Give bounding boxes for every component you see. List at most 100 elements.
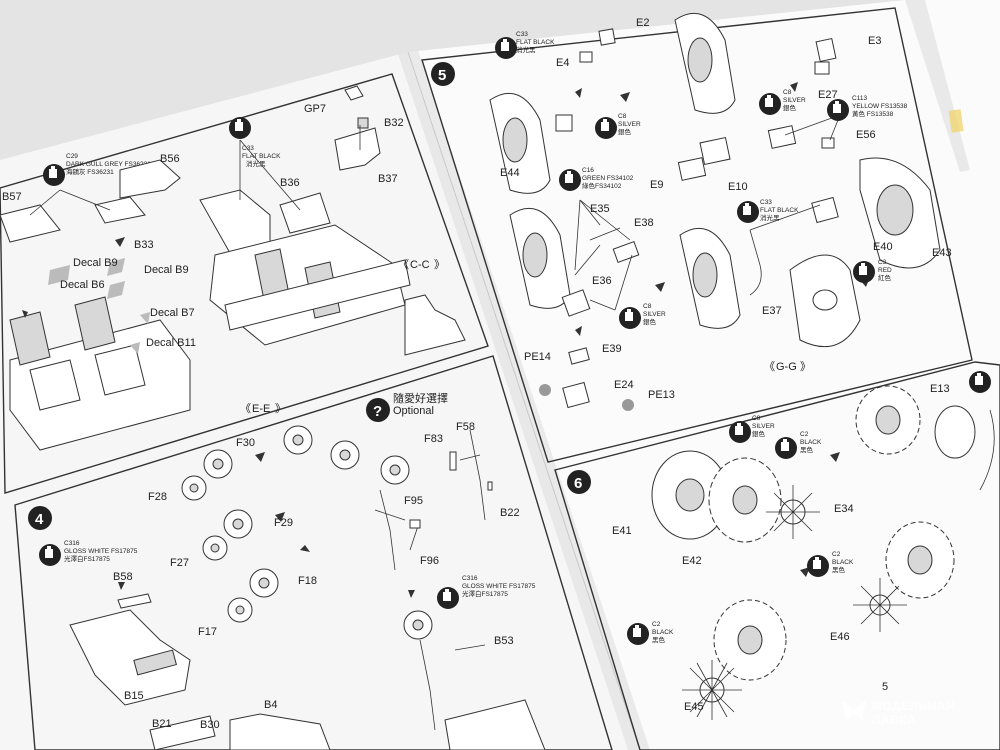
svg-text:B37: B37 [378,173,398,185]
watermark: МОДЕЛЬНАЯ ЛАВКА [842,699,955,727]
svg-text:F29: F29 [274,517,293,529]
svg-text:E38: E38 [634,217,654,229]
svg-text:PE14: PE14 [524,351,551,363]
svg-text:B32: B32 [384,117,404,129]
left-page [0,52,640,750]
paint-marker-c8-c: C8 SILVER 銀色 [619,303,666,329]
svg-text:E44: E44 [500,167,520,179]
svg-text:F96: F96 [420,555,439,567]
svg-text:SILVER: SILVER [618,121,641,128]
svg-text:B36: B36 [280,177,300,189]
svg-text:《: 《 [398,258,409,271]
svg-text:C33: C33 [760,199,772,206]
svg-text:FLAT BLACK: FLAT BLACK [760,207,799,214]
svg-text:黑色: 黑色 [832,565,846,574]
optional-marker: ? 隨愛好選擇 Optional [366,391,448,422]
svg-text:》: 》 [275,402,286,415]
svg-text:B4: B4 [264,699,277,711]
svg-text:黃色 FS13538: 黃色 FS13538 [852,109,894,118]
paint-marker-c316-right: C316 GLOSS WHITE FS17875 光澤白FS17875 [437,575,536,609]
svg-text:Decal B7: Decal B7 [150,307,195,319]
page-number: 5 [882,681,888,693]
svg-text:E39: E39 [602,343,622,355]
svg-text:B56: B56 [160,153,180,165]
left-top-leader-lines [22,125,361,318]
svg-text:海鷗灰 FS36231: 海鷗灰 FS36231 [66,167,114,176]
svg-text:SILVER: SILVER [783,97,806,104]
svg-text:B58: B58 [113,571,133,583]
paint-marker-c2-b [969,371,991,393]
svg-text:E40: E40 [873,241,893,253]
svg-text:G-G: G-G [776,361,797,373]
wheels-parts [181,425,410,623]
paint-marker-c29: C29 DARK GULL GREY FS36231 海鷗灰 FS36231 [43,153,151,186]
svg-text:E34: E34 [834,503,854,515]
step6-arrows [800,452,840,577]
svg-text:GP7: GP7 [304,103,326,115]
paint-marker-c113: C113 YELLOW FS13538 黃色 FS13538 [827,95,908,121]
svg-text:F18: F18 [298,575,317,587]
paint-marker-c8-b: C8 SILVER 銀色 [759,89,806,115]
seat-assembly-parts [0,85,466,451]
view-label-e-e: 《 E-E 》 [240,402,286,415]
svg-text:C29: C29 [66,153,78,160]
svg-text:E37: E37 [762,305,782,317]
panel-step4 [14,355,613,750]
paint-marker-c33-e: C33 FLAT BLACK 消光黑 [495,31,555,59]
step-5-badge: 5 [431,62,455,86]
svg-text:F95: F95 [404,495,423,507]
svg-text:光澤白FS17875: 光澤白FS17875 [64,554,110,563]
svg-text:C8: C8 [783,89,792,96]
svg-text:C33: C33 [516,31,528,38]
paint-marker-c2-c: C2 BLACK 黑色 [807,551,854,577]
svg-text:銀色: 銀色 [752,429,766,438]
svg-text:E36: E36 [592,275,612,287]
svg-text:綠色FS34102: 綠色FS34102 [582,181,622,190]
svg-text:E9: E9 [650,179,663,191]
svg-text:DARK GULL GREY FS36231: DARK GULL GREY FS36231 [66,161,151,168]
svg-text:BLACK: BLACK [800,439,822,446]
svg-text:SILVER: SILVER [752,423,775,430]
svg-text:消光黑: 消光黑 [246,159,266,168]
view-label-c-c: 《 C-C 》 [398,258,445,271]
svg-text:?: ? [373,403,382,420]
view-label-g-g: 《 G-G 》 [764,360,811,373]
engine-housing-parts [489,12,941,411]
svg-text:C3: C3 [878,259,887,266]
svg-text:C8: C8 [752,415,761,422]
svg-text:》: 》 [800,360,811,373]
svg-text:銀色: 銀色 [643,317,657,326]
step-4-badge: 4 [28,506,52,530]
svg-text:B53: B53 [494,635,514,647]
svg-text:黑色: 黑色 [652,635,666,644]
paint-marker-c16: C16 GREEN FS34102 綠色FS34102 [559,167,634,191]
svg-text:C2: C2 [832,551,841,558]
svg-text:E3: E3 [868,35,881,47]
svg-text:C8: C8 [618,113,627,120]
svg-text:Decal B9: Decal B9 [73,257,118,269]
paint-marker-c2-a: C2 BLACK 黑色 [775,431,822,459]
svg-text:GLOSS WHITE FS17875: GLOSS WHITE FS17875 [64,548,138,555]
svg-text:RED: RED [878,267,892,274]
svg-text:FLAT BLACK: FLAT BLACK [516,39,555,46]
paint-marker-c2-d: C2 BLACK 黑色 [627,621,674,645]
svg-text:BLACK: BLACK [832,559,854,566]
svg-text:F58: F58 [456,421,475,433]
svg-text:МОДЕЛЬНАЯ: МОДЕЛЬНАЯ [872,699,955,713]
engine-cylinder-parts [651,385,995,720]
svg-text:C113: C113 [852,95,867,102]
paint-marker-c8-d: C8 SILVER 銀色 [729,415,775,443]
svg-text:F30: F30 [236,437,255,449]
svg-text:E35: E35 [590,203,610,215]
paint-marker-c33-top: C33 FLAT BLACK 消光黑 [229,117,281,168]
svg-text:C316: C316 [64,540,80,547]
paint-marker-c8-a: C8 SILVER 銀色 [595,113,641,139]
svg-text:E27: E27 [818,89,838,101]
svg-text:黑色: 黑色 [800,445,814,454]
svg-text:YELLOW FS13538: YELLOW FS13538 [852,103,908,110]
svg-text:B30: B30 [200,719,220,731]
svg-text:銀色: 銀色 [618,127,632,136]
svg-text:B15: B15 [124,690,144,702]
svg-text:F28: F28 [148,491,167,503]
svg-text:C2: C2 [652,621,661,628]
